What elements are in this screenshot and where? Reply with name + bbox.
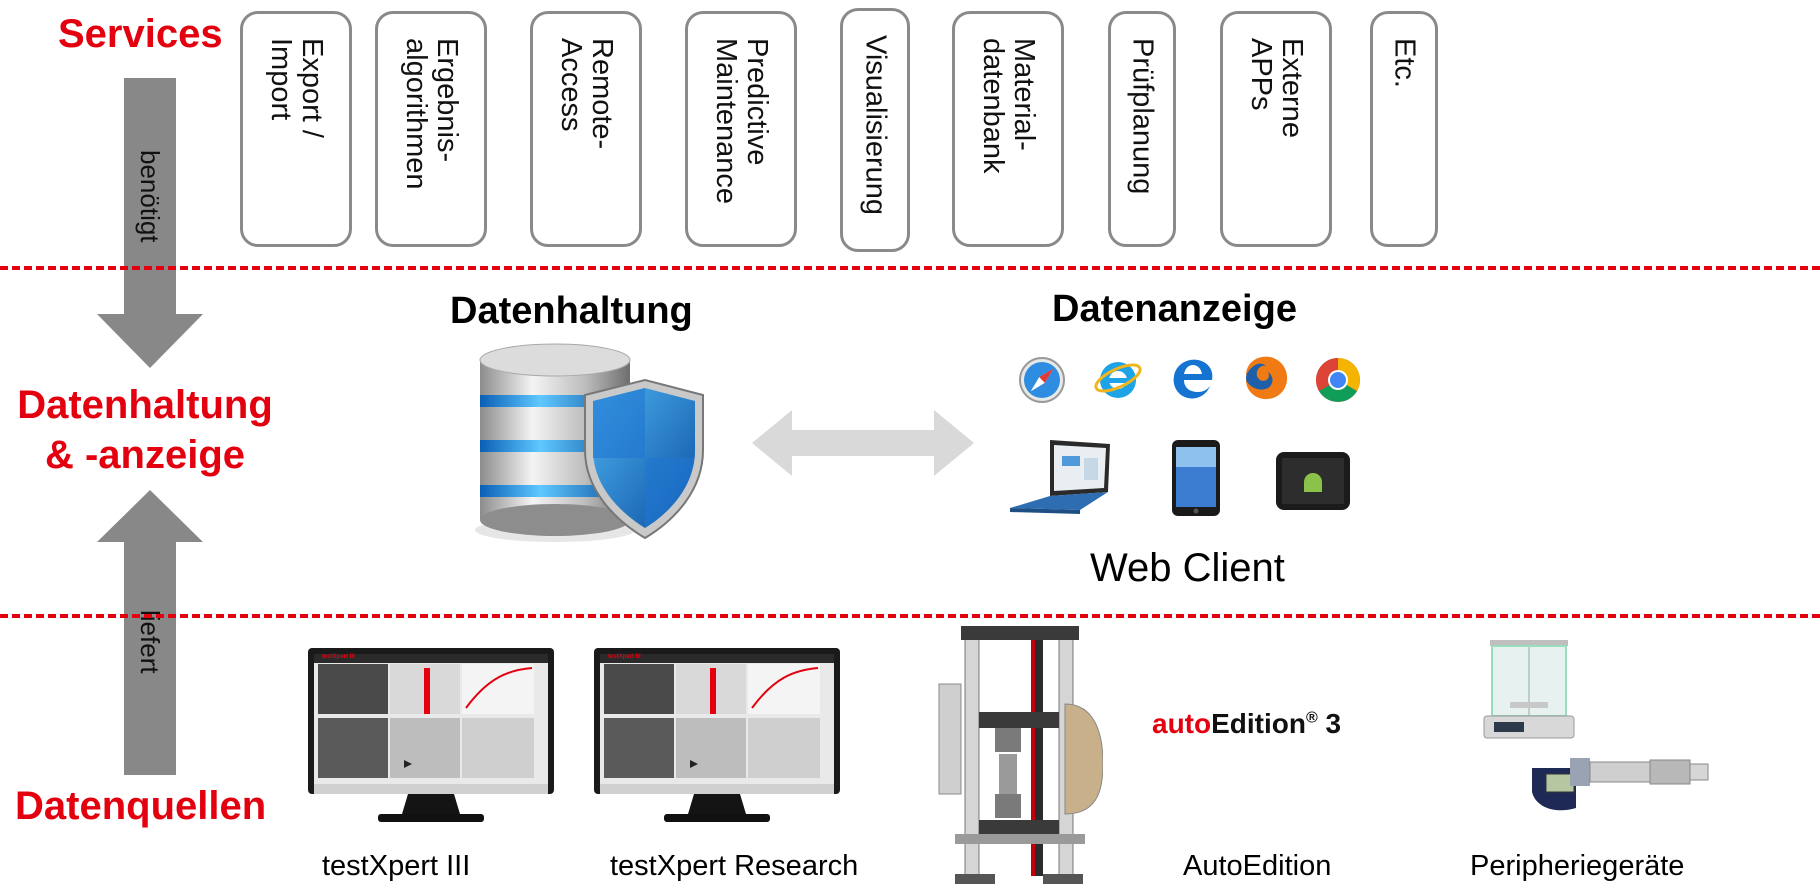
- autoedition-logo: autoEdition® 3: [1152, 708, 1341, 740]
- bidirectional-arrow: [752, 410, 974, 476]
- service-label: Visualisierung: [859, 35, 892, 216]
- service-external-apps: Externe APPs: [1220, 11, 1332, 247]
- micrometer-icon: [1532, 758, 1709, 811]
- layer-title-storage-display: Datenhaltung & -anzeige: [17, 383, 273, 477]
- service-remote-access: Remote- Access: [530, 11, 642, 247]
- service-export-import: Export / Import: [240, 11, 352, 247]
- android-tablet-icon: [1276, 452, 1350, 510]
- service-label: Export / Import: [265, 38, 328, 138]
- service-material-database: Material- datenbank: [952, 11, 1064, 247]
- service-result-algorithms: Ergebnis- algorithmen: [375, 11, 487, 247]
- service-label: Prüfplanung: [1126, 38, 1159, 195]
- service-predictive-maintenance: Predictive Maintenance: [685, 11, 797, 247]
- storage-heading: Datenhaltung: [450, 290, 693, 332]
- service-label: Material- datenbank: [977, 38, 1040, 174]
- screen-title: testXpert III: [608, 654, 641, 660]
- internet-explorer-icon: [1094, 362, 1142, 398]
- arrow-down-needs: [97, 78, 203, 368]
- testxpert-iii-monitor: [308, 648, 554, 822]
- service-label: Ergebnis- algorithmen: [400, 38, 463, 190]
- display-heading: Datenanzeige: [1052, 288, 1297, 330]
- service-visualization: Visualisierung: [840, 8, 910, 252]
- testxpert-research-monitor: [594, 648, 840, 822]
- arrow-up-delivers: [97, 490, 203, 775]
- chrome-icon: [1316, 358, 1360, 402]
- ipad-icon: [1172, 440, 1220, 516]
- service-label: Etc.: [1388, 38, 1421, 88]
- source-caption-autoedition: AutoEdition: [1183, 850, 1332, 882]
- layer-title-sources: Datenquellen: [15, 784, 267, 828]
- arrow-label-needs: benötigt: [135, 150, 165, 243]
- laptop-icon: [1010, 440, 1110, 514]
- firefox-icon: [1246, 356, 1288, 400]
- database-shield-icon: [475, 343, 704, 542]
- testing-machine-icon: [938, 626, 1103, 884]
- service-label: Predictive Maintenance: [710, 38, 773, 205]
- screen-title: testXpert III: [322, 654, 355, 660]
- separator-top: [0, 266, 1820, 270]
- web-client-label: Web Client: [1090, 546, 1285, 590]
- precision-balance-icon: [1483, 640, 1575, 739]
- service-label: Externe APPs: [1245, 38, 1308, 138]
- separator-bottom: [0, 614, 1820, 618]
- source-caption-peripherals: Peripheriegeräte: [1470, 850, 1685, 882]
- logo-part-edition: Edition: [1211, 708, 1306, 739]
- logo-part-registered: ®: [1305, 709, 1318, 727]
- source-caption-testxpert-research: testXpert Research: [610, 850, 859, 882]
- service-label: Remote- Access: [555, 38, 618, 150]
- logo-part-number: 3: [1317, 708, 1342, 739]
- edge-icon: [1173, 359, 1213, 399]
- service-etc: Etc.: [1370, 11, 1438, 247]
- layer-title-services: Services: [58, 12, 223, 56]
- service-test-planning: Prüfplanung: [1108, 11, 1176, 247]
- source-caption-testxpert-iii: testXpert III: [322, 850, 471, 882]
- safari-icon: [1019, 357, 1065, 403]
- arrow-label-delivers: liefert: [135, 610, 165, 674]
- logo-part-auto: auto: [1152, 708, 1212, 739]
